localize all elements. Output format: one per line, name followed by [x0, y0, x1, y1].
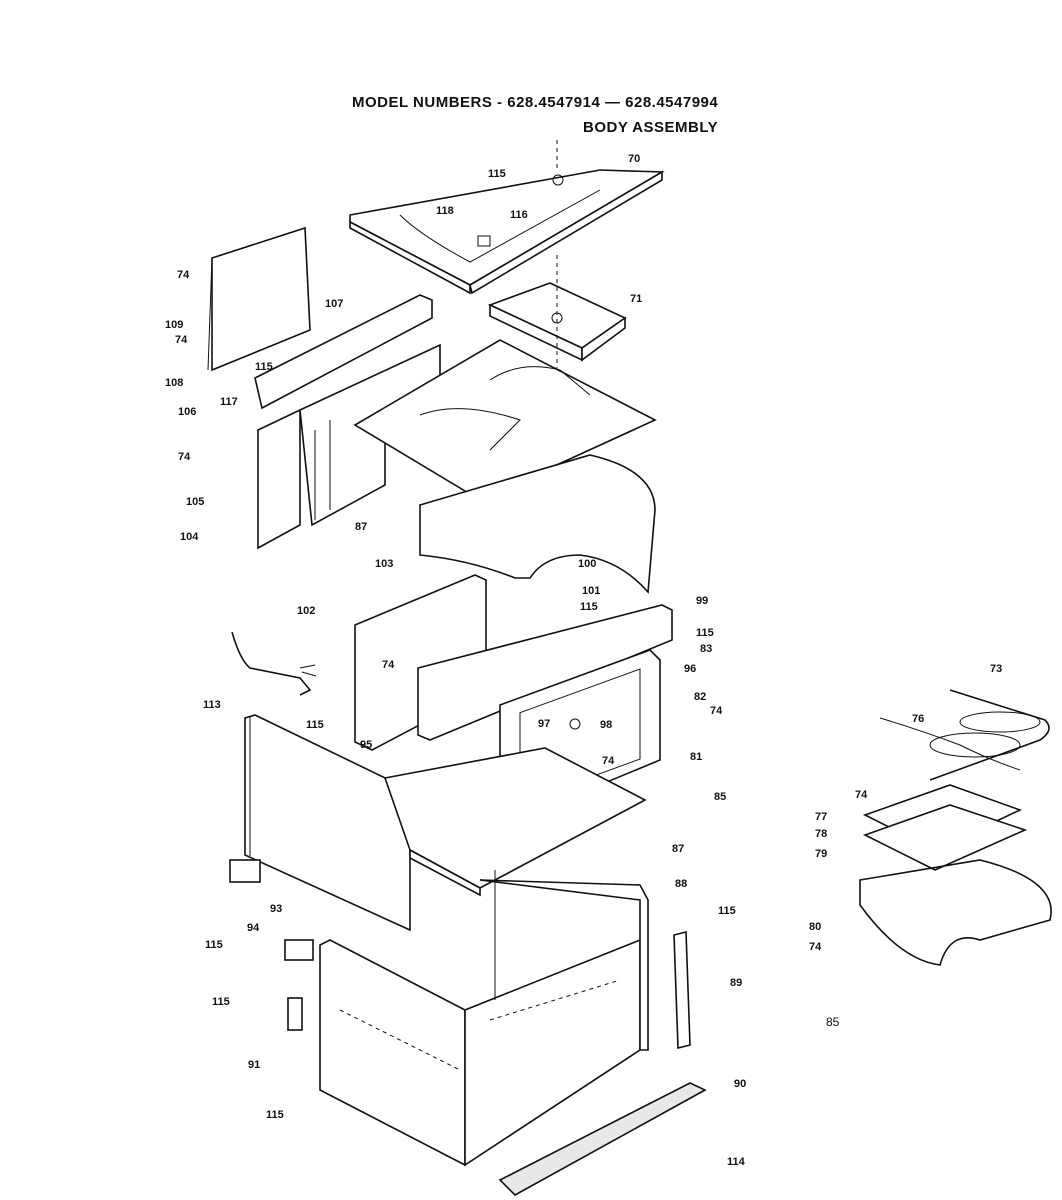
callout: 115 [488, 168, 506, 180]
callout: 115 [306, 719, 324, 731]
callout: 104 [180, 531, 199, 543]
callout: 115 [255, 361, 273, 373]
callout: 77 [815, 811, 827, 823]
channel-part [254, 294, 433, 410]
top-panel-part [349, 169, 665, 295]
callout: 115 [266, 1109, 284, 1121]
callout: 83 [700, 643, 712, 655]
callout: 98 [600, 719, 612, 731]
wiring-harness-part [231, 631, 317, 696]
callout: 105 [186, 496, 204, 508]
bracket-parts [229, 859, 314, 1031]
callout: 114 [727, 1156, 746, 1168]
callout: 74 [175, 334, 188, 346]
callout: 91 [248, 1059, 260, 1071]
callout: 79 [815, 848, 827, 860]
callout: 100 [578, 558, 596, 570]
callout: 106 [178, 406, 196, 418]
callout: 107 [325, 298, 343, 310]
callout: 76 [912, 713, 924, 725]
left-side-panel-part [244, 714, 411, 932]
callout: 93 [270, 903, 282, 915]
side-frame-part [257, 343, 441, 550]
callout: 115 [696, 627, 714, 639]
callout: 102 [297, 605, 315, 617]
callout: 85 [714, 791, 726, 803]
figure-code: 85 [826, 1015, 840, 1029]
callout: 115 [205, 939, 223, 951]
callout: 99 [696, 595, 708, 607]
lower-cabinet-part [319, 870, 649, 1167]
callout: 88 [675, 878, 687, 890]
callout: 103 [375, 558, 393, 570]
side-trim-part [673, 930, 691, 1050]
callout: 74 [809, 941, 822, 953]
callout: 115 [212, 996, 230, 1008]
assembly-title: BODY ASSEMBLY [583, 119, 719, 136]
callout: 113 [203, 699, 221, 711]
oven-top-liner-part [353, 339, 657, 501]
callout: 109 [165, 319, 183, 331]
callout: 115 [580, 601, 598, 613]
callout: 87 [355, 521, 367, 533]
insulation-blanket-part [419, 454, 656, 594]
callout: 118 [436, 205, 454, 217]
broil-element-assembly [859, 689, 1052, 966]
callout: 115 [718, 905, 736, 917]
callout: 74 [178, 451, 191, 463]
callout: 78 [815, 828, 827, 840]
callout: 74 [382, 659, 395, 671]
callout: 97 [538, 718, 550, 730]
callout: 82 [694, 691, 706, 703]
callout: 95 [360, 739, 372, 751]
callout: 89 [730, 977, 742, 989]
callout: 80 [809, 921, 821, 933]
callout-labels: 70 115 118 116 71 74 107 109 74 108 115 … [165, 153, 1002, 1168]
callout: 117 [220, 396, 238, 408]
callout: 74 [602, 755, 615, 767]
callout: 96 [684, 663, 696, 675]
model-numbers-title: MODEL NUMBERS - 628.4547914 — 628.454799… [352, 94, 719, 111]
callout: 74 [855, 789, 868, 801]
callout: 74 [710, 705, 723, 717]
vent-housing-part [487, 140, 627, 392]
callout: 116 [510, 209, 528, 221]
oven-floor-part [383, 747, 647, 897]
callout: 108 [165, 377, 183, 389]
kick-plate-part [498, 1082, 707, 1196]
callout: 87 [672, 843, 684, 855]
callout: 90 [734, 1078, 746, 1090]
rear-panel-part [207, 226, 311, 372]
callout: 81 [690, 751, 702, 763]
callout: 94 [247, 922, 260, 934]
callout: 101 [582, 585, 600, 597]
callout: 71 [630, 293, 642, 305]
callout: 73 [990, 663, 1002, 675]
callout: 70 [628, 153, 640, 165]
callout: 74 [177, 269, 190, 281]
